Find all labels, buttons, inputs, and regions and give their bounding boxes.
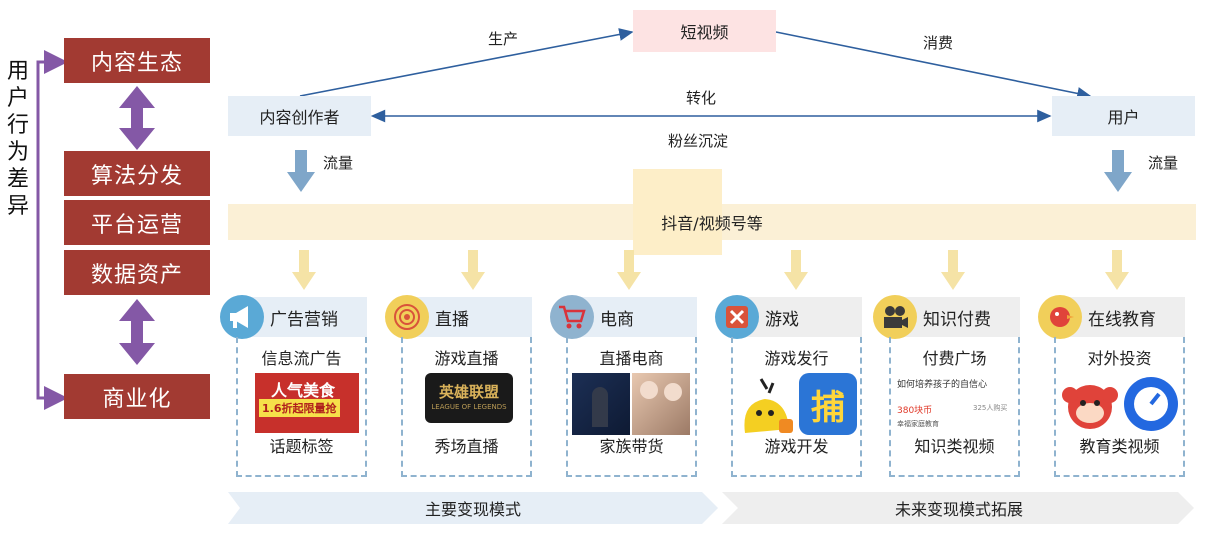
fans-label: 粉丝沉淀 [668,132,729,150]
category-body: 游戏直播 英雄联盟 LEAGUE OF LEGENDS 秀场直播 [401,337,532,477]
double-arrow-upper [119,86,155,150]
item-paid-plaza: 付费广场 [922,349,987,368]
thumb-text: LEAGUE OF LEGENDS [431,403,507,411]
megaphone-icon [220,295,264,339]
monkey-app-icon [1060,373,1120,437]
item-external-investment: 对外投资 [1087,349,1152,368]
cart-icon [550,295,594,339]
thumb-text: 380块币 [897,406,933,416]
traffic-arrow-left [287,150,315,192]
thumb-text: 幸福家庭教育 [897,420,939,428]
category-advertising: 广告营销 信息流广告 人气美食 1.6折起限量抢 话题标签 [220,295,367,477]
thumb-text: 1.6折起限量抢 [259,399,340,417]
consume-label: 消费 [923,34,954,52]
blue-ring-app-icon [1122,373,1180,435]
traffic-arrow-right [1104,150,1132,192]
platform-highlight [633,169,722,255]
category-knowledge: 知识付费 付费广场 如何培养孩子的自信心 380块币 325人购买 幸福家庭教育… [873,295,1020,477]
item-show-live: 秀场直播 [434,437,499,456]
flow-arrows [299,28,1092,123]
creator-node: 内容创作者 [228,96,371,136]
category-games: 游戏 游戏发行 捕 游戏开发 [715,295,862,477]
platform-down-arrows [292,250,1129,290]
item-feed-ads: 信息流广告 [261,349,342,368]
platform-label: 抖音/视频号等 [661,214,763,233]
item-education-video: 教育类视频 [1079,437,1160,456]
box-algorithm: 算法分发 [64,151,210,196]
produce-label: 生产 [488,30,519,48]
category-education: 在线教育 对外投资 教育类视频 [1038,295,1185,477]
item-knowledge-video: 知识类视频 [914,437,995,456]
future-mode-label: 未来变现模式拓展 [894,500,1023,519]
thumb-text: 人气美食 [271,381,336,400]
short-video-node: 短视频 [633,10,776,52]
item-game-publishing: 游戏发行 [764,349,829,368]
box-commercialization: 商业化 [64,374,210,419]
main-mode-label: 主要变现模式 [424,500,521,519]
lol-logo-thumbnail: 英雄联盟 LEAGUE OF LEGENDS [425,373,513,423]
traffic-label-left: 流量 [323,154,354,172]
item-topic-tags: 话题标签 [269,437,334,456]
category-body: 对外投资 教育类视频 [1054,337,1185,477]
item-family-selling: 家族带货 [599,437,664,456]
broadcast-icon [385,295,429,339]
box-content-ecology: 内容生态 [64,38,210,83]
category-body: 信息流广告 人气美食 1.6折起限量抢 话题标签 [236,337,367,477]
thumb-text: 捕 [811,387,845,428]
item-game-live: 游戏直播 [434,349,499,368]
bird-icon [1038,295,1082,339]
game-icon [715,295,759,339]
box-operation: 平台运营 [64,200,210,245]
catch-game-icon: 捕 [799,373,857,435]
category-body: 游戏发行 捕 游戏开发 [731,337,862,477]
bottom-chevrons [228,492,1194,524]
traffic-label-right: 流量 [1148,154,1179,172]
double-arrow-lower [119,299,155,365]
item-game-development: 游戏开发 [764,437,829,456]
category-ecommerce: 电商 直播电商 家族带货 [550,295,697,477]
projector-icon [873,295,917,339]
box-data-assets: 数据资产 [64,250,210,295]
user-node: 用户 [1052,96,1195,136]
thumb-text: 如何培养孩子的自信心 [897,380,988,390]
chick-game-icon [737,373,795,437]
category-body: 直播电商 家族带货 [566,337,697,477]
thumb-text: 英雄联盟 [438,383,499,401]
category-live: 直播 游戏直播 英雄联盟 LEAGUE OF LEGENDS 秀场直播 [385,295,532,477]
streamer-photo-1 [572,373,630,435]
thumb-text: 325人购买 [973,404,1008,412]
category-body: 付费广场 如何培养孩子的自信心 380块币 325人购买 幸福家庭教育 知识类视… [889,337,1020,477]
item-live-ecommerce: 直播电商 [599,349,664,368]
course-card-thumbnail: 如何培养孩子的自信心 380块币 325人购买 幸福家庭教育 [895,373,1017,435]
food-ad-thumbnail: 人气美食 1.6折起限量抢 [255,373,359,433]
streamer-photo-2 [632,373,690,435]
convert-label: 转化 [686,89,717,107]
left-bracket-arrows [36,50,68,410]
vertical-title: 用户行为差异 [6,59,29,219]
